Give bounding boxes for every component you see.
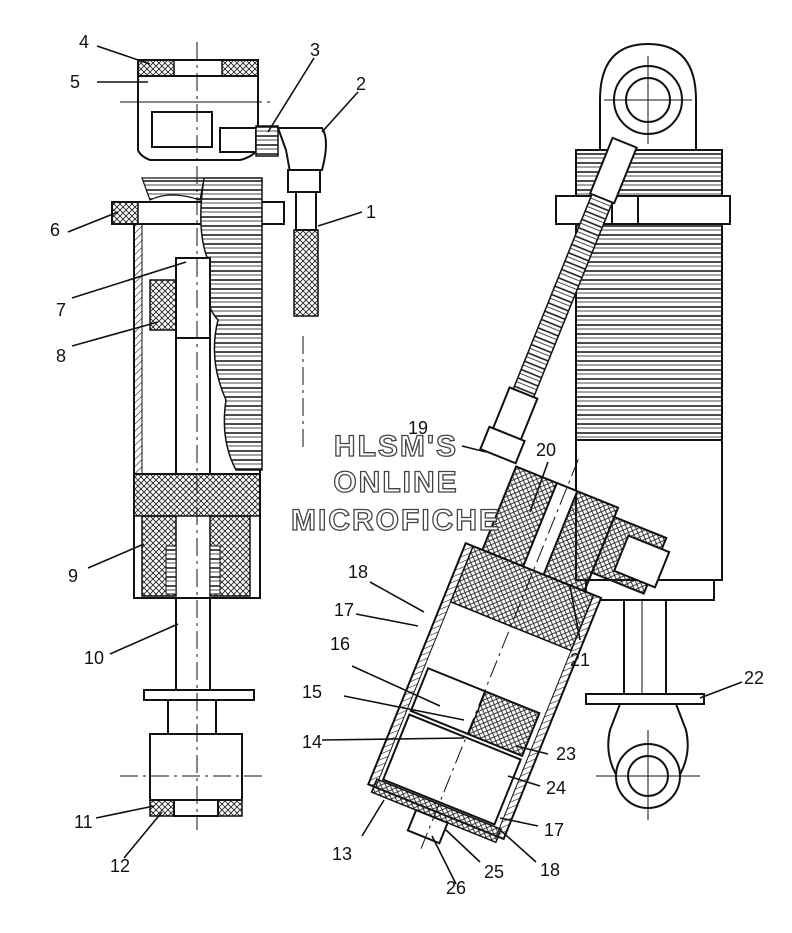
callout-4: 4 [79, 32, 89, 52]
callout-10: 10 [84, 648, 104, 668]
callout-11: 11 [74, 812, 93, 832]
callout-25: 25 [484, 862, 504, 882]
callout-15: 15 [302, 682, 322, 702]
callout-19: 19 [408, 418, 428, 438]
remote-reservoir-assembly [366, 136, 671, 849]
callout-7: 7 [56, 300, 66, 320]
leader-lines [67, 45, 743, 885]
callout-24: 24 [546, 778, 566, 798]
watermark: HLSM'S ONLINE MICROFICHE [290, 429, 501, 537]
callout-23: 23 [556, 744, 576, 764]
watermark-line-2: ONLINE [333, 466, 458, 499]
callout-12: 12 [110, 856, 130, 876]
callout-1: 1 [366, 202, 376, 222]
callout-5: 5 [70, 72, 80, 92]
callout-16: 16 [330, 634, 350, 654]
callout-3: 3 [310, 40, 320, 60]
callout-labels: 1 2 3 4 5 6 7 8 9 10 11 12 13 14 15 16 1… [50, 32, 764, 898]
callout-18b: 18 [540, 860, 560, 880]
callout-2: 2 [356, 74, 366, 94]
callout-20: 20 [536, 440, 556, 460]
callout-17a: 17 [334, 600, 354, 620]
callout-6: 6 [50, 220, 60, 240]
callout-14: 14 [302, 732, 322, 752]
watermark-line-1: HLSM'S [334, 430, 458, 463]
callout-8: 8 [56, 346, 66, 366]
right-shock-assembly [555, 42, 731, 820]
callout-26: 26 [446, 878, 466, 898]
callout-22: 22 [744, 668, 764, 688]
callout-9: 9 [68, 566, 78, 586]
watermark-line-3: MICROFICHE [291, 504, 501, 537]
callout-17b: 17 [544, 820, 564, 840]
left-shock-assembly [111, 42, 327, 830]
callout-13: 13 [332, 844, 352, 864]
callout-21: 21 [570, 650, 590, 670]
callout-18a: 18 [348, 562, 368, 582]
